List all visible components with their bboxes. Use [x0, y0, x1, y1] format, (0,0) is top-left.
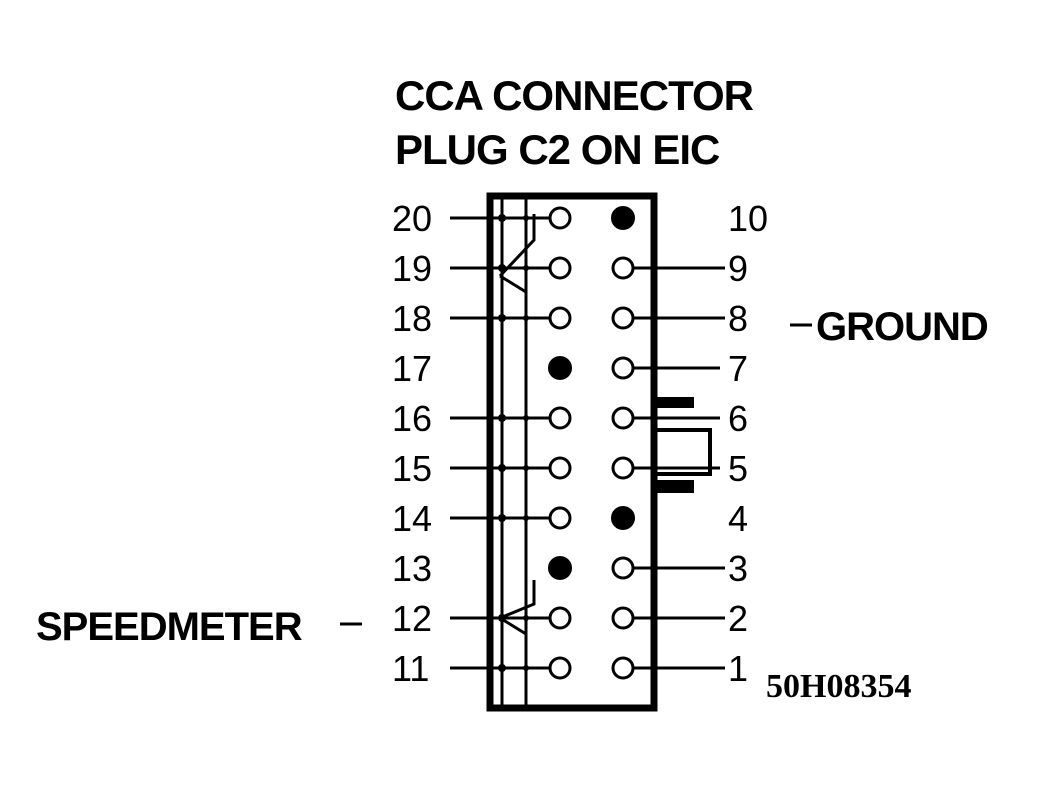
pin-label-20: 20 [392, 198, 432, 239]
pin-11-junction [498, 664, 506, 672]
pin-label-12: 12 [392, 598, 432, 639]
pin-17 [548, 356, 572, 380]
pin-6-junction [650, 414, 658, 422]
pin-label-1: 1 [728, 648, 748, 689]
pin-16-junction-inner [523, 415, 529, 421]
speedometer-label: SPEEDMETER [36, 605, 303, 649]
pin-16-junction [498, 414, 506, 422]
pin-20-junction [498, 214, 506, 222]
pin-15-junction [498, 464, 506, 472]
pin-label-17: 17 [392, 348, 432, 389]
pin-label-9: 9 [728, 248, 748, 289]
pin-15 [548, 456, 572, 480]
title-line-2: PLUG C2 ON EIC [395, 126, 720, 173]
pin-array: 20 19 18 17 16 15 14 13 12 11 10 9 8 7 6 5 4 3 2 1 [392, 198, 768, 689]
pin-3-junction [650, 564, 658, 572]
pin-label-19: 19 [392, 248, 432, 289]
pin-6 [611, 406, 635, 430]
title-line-1: CCA CONNECTOR [395, 72, 754, 119]
pin-18-junction [498, 314, 506, 322]
pin-18-junction-inner [523, 315, 529, 321]
pin-label-3: 3 [728, 548, 748, 589]
speedometer-callout: SPEEDMETER [36, 605, 362, 649]
internal-jumpers [498, 214, 536, 636]
pin-label-4: 4 [728, 498, 748, 539]
figure-code: 50H08354 [766, 668, 911, 705]
pin-19-junction-inner [523, 265, 529, 271]
pin-19 [548, 256, 572, 280]
pin-12 [548, 606, 572, 630]
pin-7 [611, 356, 635, 380]
pin-16 [548, 406, 572, 430]
pin-1 [611, 656, 635, 680]
pin-18 [548, 306, 572, 330]
pin-label-14: 14 [392, 498, 432, 539]
pin-20 [548, 206, 572, 230]
pin-7-junction [650, 364, 658, 372]
pin-13 [548, 556, 572, 580]
pin-5-junction [650, 464, 658, 472]
pin-3 [611, 556, 635, 580]
pin-label-15: 15 [392, 448, 432, 489]
pin-5 [611, 456, 635, 480]
pin-label-8: 8 [728, 298, 748, 339]
pin-14-junction [498, 514, 506, 522]
pin-4 [611, 506, 635, 530]
pin-label-18: 18 [392, 298, 432, 339]
pin-2 [611, 606, 635, 630]
pin-19-junction [498, 264, 506, 272]
ground-label: GROUND [816, 305, 988, 349]
pin-11-junction-inner [523, 665, 529, 671]
pin-10 [611, 206, 635, 230]
pin-label-10: 10 [728, 198, 768, 239]
pin-9-junction [650, 264, 658, 272]
pin-9 [611, 256, 635, 280]
pin-12-junction-inner [523, 615, 529, 621]
pin-label-16: 16 [392, 398, 432, 439]
ground-callout: GROUND [790, 305, 989, 349]
pin-2-junction [650, 614, 658, 622]
pin-14 [548, 506, 572, 530]
shorting-bar [652, 378, 712, 493]
pin-8-junction [650, 314, 658, 322]
pin-label-2: 2 [728, 598, 748, 639]
pin-label-6: 6 [728, 398, 748, 439]
pin-14-junction-inner [523, 515, 529, 521]
pin-8 [611, 306, 635, 330]
pin-label-5: 5 [728, 448, 748, 489]
pin-1-junction [650, 664, 658, 672]
pin-20-junction-inner [523, 215, 529, 221]
pin-12-junction [498, 614, 506, 622]
pin-label-7: 7 [728, 348, 748, 389]
pin-15-junction-inner [523, 465, 529, 471]
pin-label-11: 11 [392, 648, 429, 689]
pin-label-13: 13 [392, 548, 432, 589]
pin-11 [548, 656, 572, 680]
